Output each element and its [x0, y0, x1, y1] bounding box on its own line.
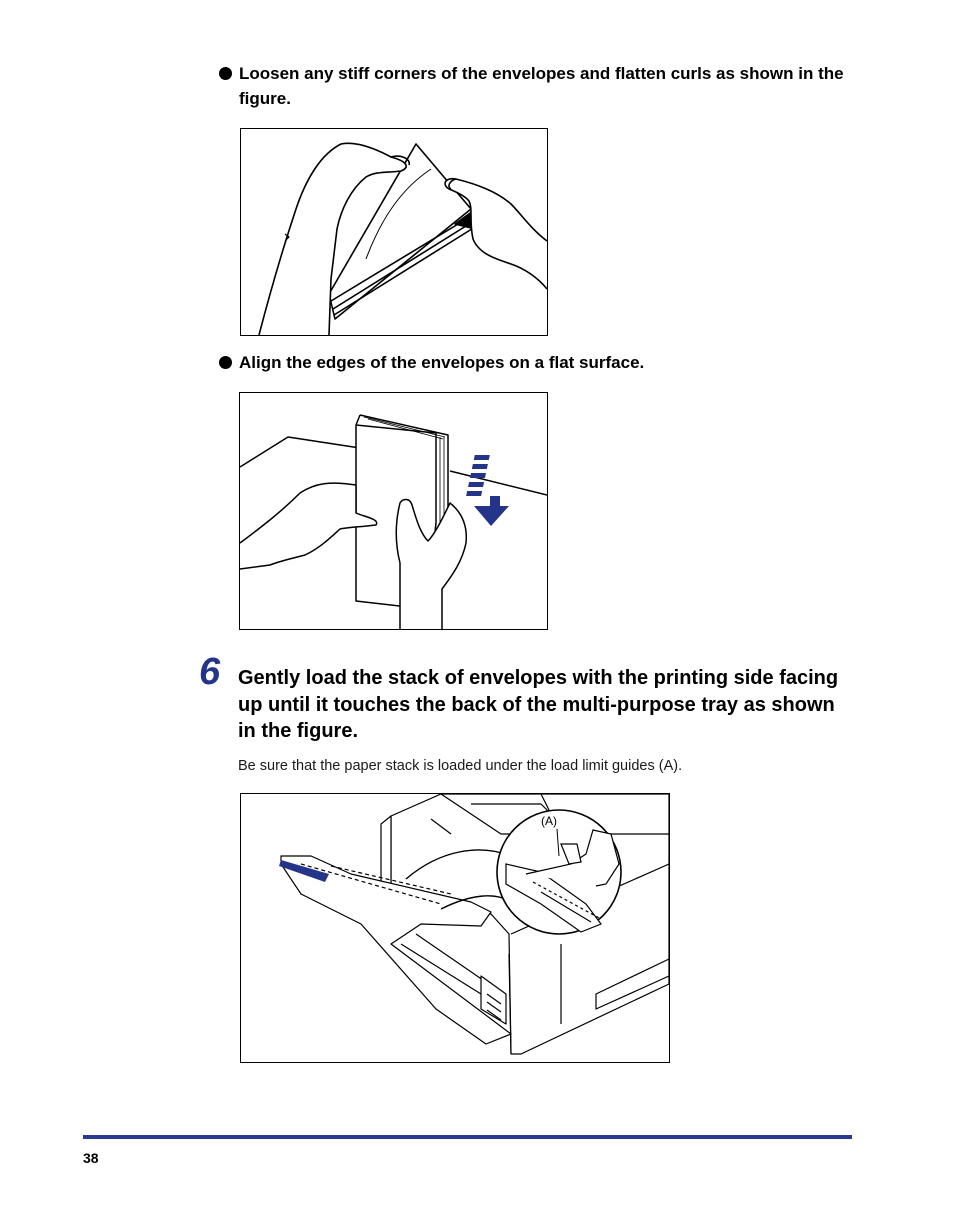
printer-tray-illustration: (A) [279, 794, 669, 1055]
page-number: 38 [83, 1150, 99, 1166]
figure-align-envelopes [239, 392, 548, 630]
hands-envelopes-illustration [258, 142, 547, 335]
callout-label-a: (A) [541, 814, 557, 828]
down-arrow-icon [466, 455, 509, 526]
footer-rule [83, 1135, 852, 1139]
bullet-text: Align the edges of the envelopes on a fl… [239, 353, 645, 372]
step-note: Be sure that the paper stack is loaded u… [238, 758, 683, 774]
align-envelopes-illustration [240, 414, 547, 629]
bullet-text: Loosen any stiff corners of the envelope… [239, 64, 844, 108]
step-title: Gently load the stack of envelopes with … [238, 667, 839, 742]
magnified-callout [496, 809, 622, 935]
step-number: 6 [199, 651, 221, 693]
figure-flatten-envelopes [240, 128, 548, 336]
bullet-dot-icon [219, 67, 232, 80]
bullet-dot-icon [219, 356, 232, 369]
figure-load-envelopes-tray: (A) [240, 793, 670, 1063]
insert-arrow-icon [279, 860, 329, 882]
